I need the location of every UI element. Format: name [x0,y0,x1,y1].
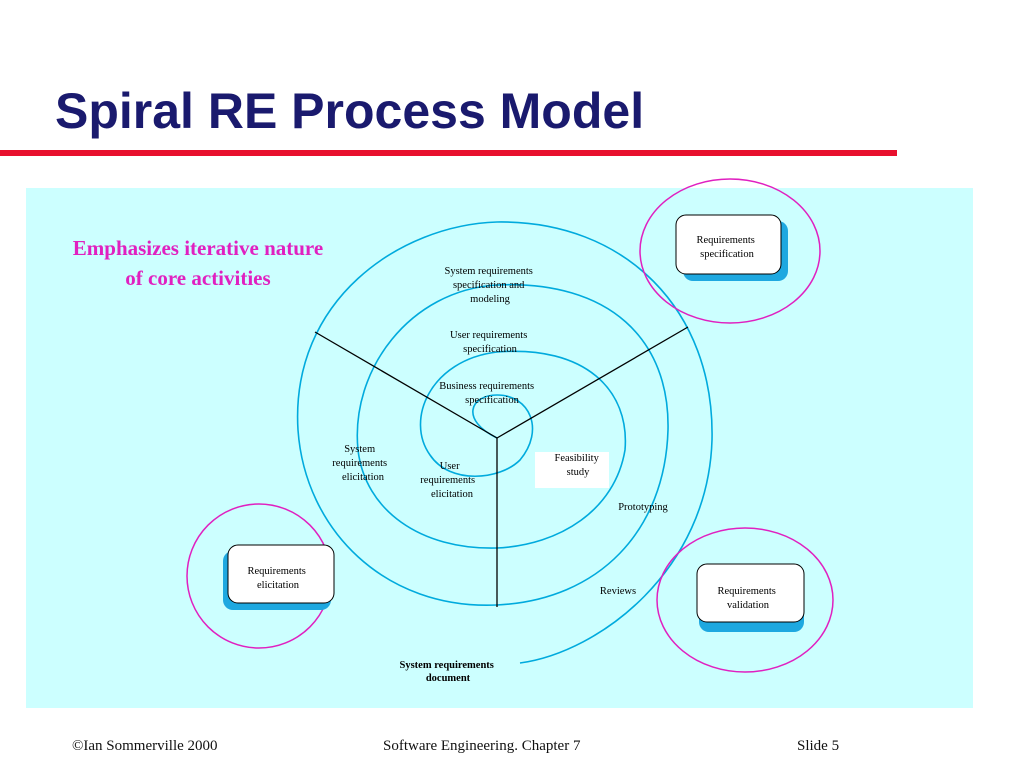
footer-slide-number: Slide 5 [797,738,840,754]
label-business-spec: Business requirements specification [439,381,536,406]
label-reviews: Reviews [600,586,636,597]
label-feasibility: Feasibility study [555,453,602,478]
svg-text:Requirements elicitation: Requirements elicitation [248,566,309,591]
emphasis-note: Emphasizes iterative nature of core acti… [30,233,366,293]
sector-line-left [314,331,498,439]
box-elicit-line2: elicitation [257,580,300,591]
spiral-curve [296,221,713,664]
svg-text:Requirements validation: Requirements validation [718,586,779,611]
box-valid-line1: Requirements [718,586,776,597]
feasibility-label-bg [535,452,609,488]
emphasis-line-2: of core activities [125,266,271,290]
footer-book: Software Engineering. Chapter 7 [383,738,581,754]
slide-title: Spiral RE Process Model [55,83,645,139]
label-user-spec: User requirements specification [450,330,530,355]
box-spec-line1: Requirements [697,235,755,246]
label-system-elicitation: System requirements elicitation [332,444,389,483]
box-requirements-elicitation: Requirements elicitation [223,544,335,610]
highlight-circle-specification [639,178,821,324]
box-elicit-line1: Requirements [248,566,306,577]
box-spec-line2: specification [700,249,754,260]
box-valid-line2: validation [727,600,770,611]
box-requirements-validation: Requirements validation [696,563,805,632]
sector-line-right [496,326,689,439]
svg-text:Requirements specificati: Requirements specification [697,235,758,260]
label-system-spec: System requirements specification and mo… [445,266,536,305]
label-system-requirements-document: System requirements document [399,660,496,684]
footer-copyright: ©Ian Sommerville 2000 [72,738,218,754]
emphasis-line-1: Emphasizes iterative nature [72,236,324,260]
box-requirements-specification: Requirements specification [675,214,788,281]
label-user-elicitation: User requirements elicitation [420,461,477,500]
label-prototyping: Prototyping [618,502,668,513]
title-underline [0,150,897,156]
highlight-circle-validation [656,527,834,673]
